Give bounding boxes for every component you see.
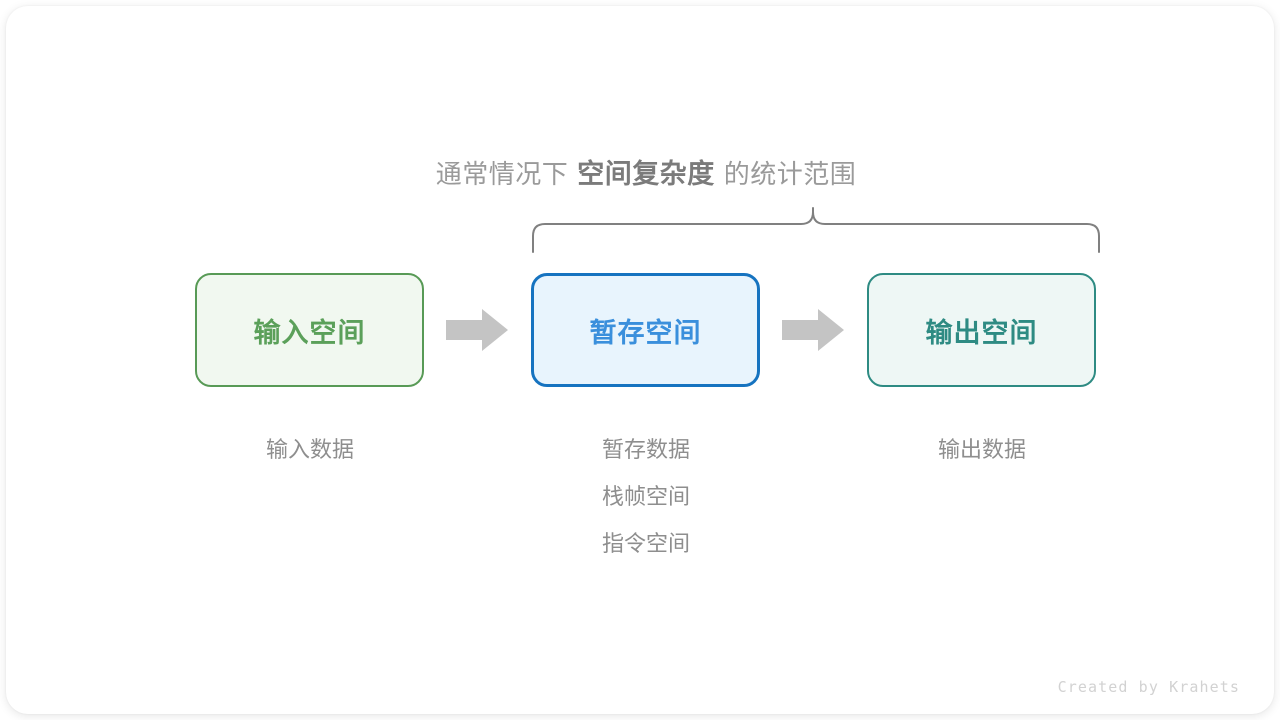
- title-suffix: 的统计范围: [723, 159, 857, 189]
- box-output-space[interactable]: 输出空间: [867, 273, 1096, 387]
- caption-group-temp: 暂存数据 栈帧空间 指令空间: [496, 426, 796, 567]
- caption-group-input: 输入数据: [160, 426, 460, 473]
- title-emphasis: 空间复杂度: [577, 159, 715, 189]
- caption-line: 指令空间: [601, 531, 690, 556]
- watermark-credit: Created by Krahets: [1057, 678, 1240, 696]
- diagram-title: 通常情况下空间复杂度的统计范围: [6, 154, 1274, 194]
- curly-brace-icon: [532, 207, 1100, 253]
- caption-group-output: 输出数据: [832, 426, 1132, 473]
- box-temp-space-label: 暂存空间: [589, 317, 702, 348]
- curly-brace: [521, 202, 1111, 256]
- right-arrow-icon-1: [446, 308, 508, 352]
- caption-line: 暂存数据: [601, 437, 690, 462]
- title-prefix: 通常情况下: [435, 159, 569, 189]
- right-arrow-icon: [446, 309, 508, 351]
- box-temp-space[interactable]: 暂存空间: [531, 273, 760, 387]
- box-input-space-label: 输入空间: [253, 317, 366, 348]
- diagram-card: 通常情况下空间复杂度的统计范围 输入空间 暂存空间 输出空间 输入数据 暂存数据…: [6, 6, 1274, 714]
- right-arrow-icon: [782, 309, 844, 351]
- right-arrow-icon-2: [782, 308, 844, 352]
- caption-line: 输入数据: [265, 437, 354, 462]
- box-input-space[interactable]: 输入空间: [195, 273, 424, 387]
- caption-line: 输出数据: [937, 437, 1026, 462]
- caption-line: 栈帧空间: [601, 484, 690, 509]
- box-output-space-label: 输出空间: [925, 317, 1038, 348]
